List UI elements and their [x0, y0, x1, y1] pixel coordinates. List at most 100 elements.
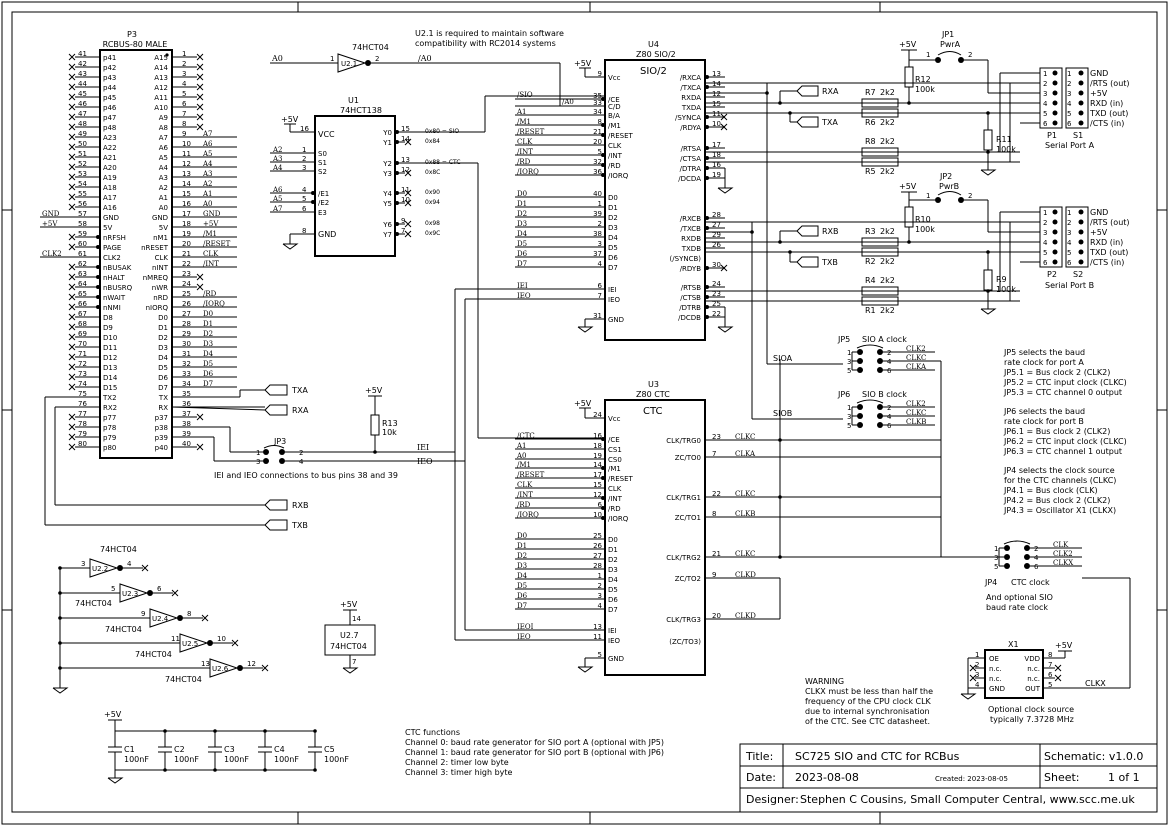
u4-gnd-a	[717, 187, 734, 194]
spare-inverter-ref: U2.4	[152, 615, 169, 623]
jumper-note-line: JP4.2 = Bus clock 2 (CLK2)	[1003, 496, 1110, 505]
spare-inverter-bubble	[237, 665, 243, 671]
p3-right-pin-name: A5	[159, 154, 168, 162]
no-connect-mark	[68, 123, 76, 131]
jumper-note-line: JP5 selects the baud	[1003, 348, 1085, 357]
p3-net-label: D6	[203, 370, 214, 378]
u3-ref: U3	[648, 380, 659, 389]
no-connect-mark	[141, 564, 149, 572]
u21-in-pin: 1	[330, 55, 334, 63]
u1-in-net: A4	[272, 164, 283, 172]
no-connect-mark	[196, 273, 204, 281]
conn-pin-p	[1052, 259, 1058, 265]
u4-left-net: CLK	[517, 138, 533, 146]
spare-inverter-pin-out: 8	[187, 610, 191, 618]
p3-right-pin-number: 5	[182, 90, 186, 98]
u21-ref: U2.1	[341, 60, 357, 68]
p3-left-pin-number: 70	[78, 340, 87, 348]
p3-right-pin-name: D3	[158, 344, 168, 352]
u4-right-pin-number: 18	[712, 151, 721, 159]
jp5-pin	[857, 349, 863, 355]
x1-right-pin-num: 8	[1048, 651, 1052, 659]
x1-right-pin-name: VDD	[1024, 655, 1040, 663]
r9-ref: R9	[996, 275, 1007, 284]
u4-left-pin-number: 39	[593, 210, 602, 218]
conn-pin-number-s: 3	[1067, 229, 1071, 237]
jp6-pin-num: 3	[847, 413, 851, 421]
p3-right-pin-number: 36	[182, 400, 191, 408]
spare-inverter-pin-out: 4	[127, 560, 132, 568]
u3-left-pin-name: /CE	[608, 436, 620, 444]
u4-left-pin-name: D7	[608, 264, 618, 272]
jp3-ieo: IEO	[417, 457, 433, 466]
u3-right-pin-number: 21	[712, 550, 721, 558]
conn-pin-number: 3	[1043, 229, 1047, 237]
p3-left-pin-number: 61	[78, 250, 87, 258]
p3-net-label: D7	[203, 380, 213, 388]
jp6-ref: JP6	[837, 390, 850, 399]
u1-vcc-label: VCC	[318, 130, 335, 139]
u1-out-address: 0x8C	[425, 169, 440, 176]
p3-left-pin-number: 76	[78, 400, 87, 408]
u3-left-pin-name: CLK	[608, 485, 622, 493]
p3-left-pin-name: p45	[103, 94, 116, 102]
u4-left-pin-name: D4	[608, 234, 618, 242]
u1-in-pin-name: /E1	[318, 190, 329, 198]
svg-text:2: 2	[968, 192, 972, 200]
jumper-note-line: JP6.1 = Bus clock 2 (CLK2)	[1003, 427, 1110, 436]
jp6-pin-num: 1	[847, 404, 851, 412]
spare-inverter-pin-out: 12	[247, 660, 256, 668]
u4-bubble	[705, 146, 709, 150]
p3-net-label: +5V	[203, 220, 219, 228]
u3-left-pin-number: 10	[593, 511, 602, 519]
x1-pwr: +5V	[1055, 641, 1073, 650]
tb-schematic: Schematic: v1.0.0	[1044, 750, 1143, 763]
p3-left-pin-name: TX2	[102, 394, 117, 402]
jp4-pin	[1024, 545, 1030, 551]
osc-note-2: typically 7.3728 MHz	[990, 715, 1074, 724]
u4-right-pin-name: /DCDB	[678, 314, 701, 322]
u4-left-net: D2	[517, 210, 527, 218]
jp5-pin	[857, 367, 863, 373]
u1-out-pin-name: Y0	[382, 129, 392, 137]
p3-left-net-5v: +5V	[42, 220, 58, 228]
u3-left-pin-number: 24	[593, 411, 602, 419]
u1-out-pin-number: 15	[401, 125, 410, 133]
spare-inverter-pin-in: 13	[201, 660, 210, 668]
u3-left-pin-number: 4	[598, 602, 603, 610]
spare-inverter-part: 74HCT04	[100, 545, 137, 554]
p3-right-pin-name: p39	[155, 434, 168, 442]
u3-left-net: /RESET	[517, 471, 545, 479]
u4-left-pin-number: 7	[598, 292, 602, 300]
jumper-note-line: JP4 selects the clock source	[1003, 466, 1115, 475]
x1-net: CLKX	[1085, 679, 1106, 688]
r11-val: 100k	[996, 145, 1016, 154]
no-connect-mark	[196, 63, 204, 71]
u4-left-net: D4	[517, 230, 528, 238]
p3-left-pin-number: 53	[78, 170, 87, 178]
p3-right-pin-number: 8	[182, 120, 186, 128]
r12-val: 100k	[915, 85, 935, 94]
u4-left-net: D5	[517, 240, 527, 248]
jumper-note-line: JP6 selects the baud	[1003, 407, 1085, 416]
u3-bubble	[601, 506, 605, 510]
title-block: Title: SC725 SIO and CTC for RCBus Schem…	[739, 743, 1158, 813]
jp4-pin	[1004, 563, 1010, 569]
p3-right-pin-number: 6	[182, 100, 187, 108]
u3-left-pin-number: 26	[593, 542, 602, 550]
r2-val: 2k2	[880, 257, 895, 266]
u4-left-pin-number: 21	[593, 128, 602, 136]
ctc-function-line: Channel 0: baud rate generator for SIO p…	[405, 738, 664, 747]
bus-txb: TXB	[291, 521, 308, 530]
p3-left-pin-number: 80	[78, 440, 87, 448]
tb-title: SC725 SIO and CTC for RCBus	[795, 750, 960, 763]
p3-right-pin-name: A3	[159, 174, 168, 182]
u3-left-pin-name: D1	[608, 546, 618, 554]
conn-signal-label: /RTS (out)	[1090, 79, 1130, 88]
u4-bubble	[705, 285, 709, 289]
p3-right-pin-name: D7	[158, 384, 168, 392]
jp5-pin-num: 2	[887, 349, 891, 357]
u3-right-pin-number: 22	[712, 490, 721, 498]
